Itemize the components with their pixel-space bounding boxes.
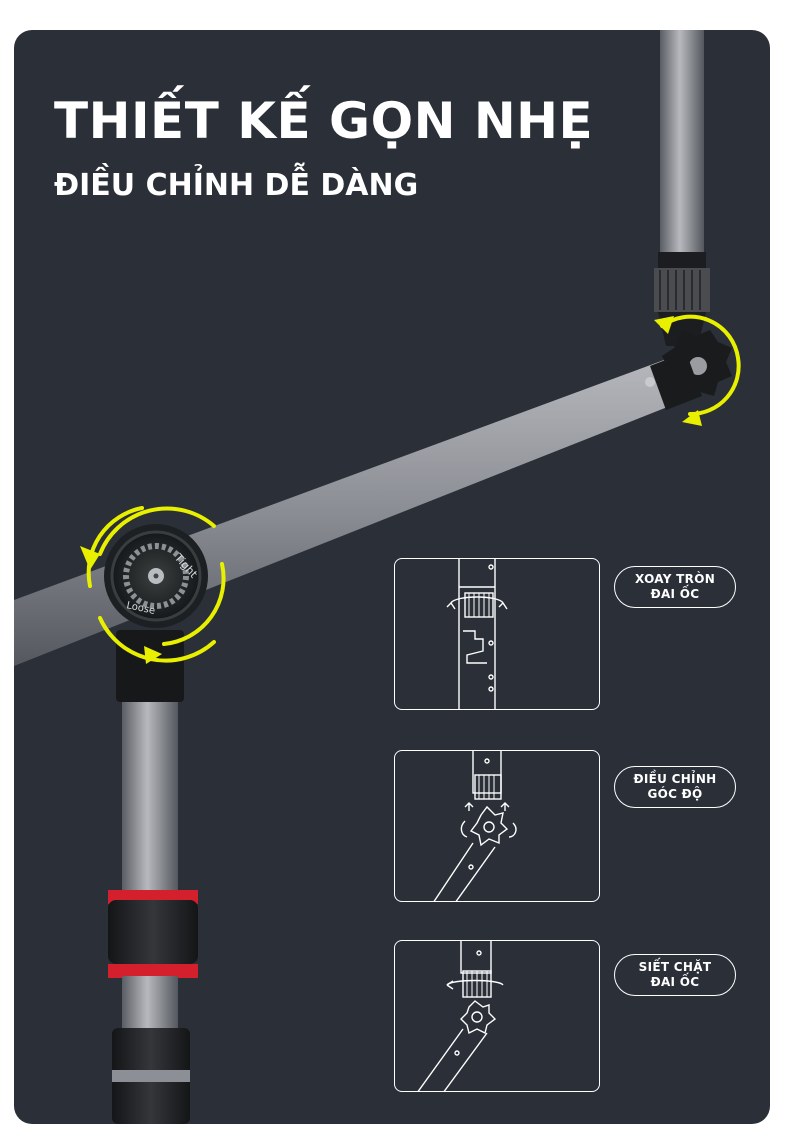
arrow-head-icon: [654, 316, 674, 334]
arrow-head-icon: [80, 546, 100, 570]
step-panel-adjust-angle: [394, 750, 600, 902]
page-subtitle: ĐIỀU CHỈNH DỄ DÀNG: [54, 168, 419, 203]
step-label-rotate-nut: XOAY TRÒN ĐAI ỐC: [614, 566, 736, 608]
step-panel-tighten-nut: [394, 940, 600, 1092]
page-title: THIẾT KẾ GỌN NHẸ: [54, 92, 594, 150]
lower-pole: [108, 680, 198, 1124]
step-label-adjust-angle: ĐIỀU CHỈNH GÓC ĐỘ: [614, 766, 736, 808]
arrow-head-icon: [144, 646, 162, 664]
step-label-tighten-nut: SIẾT CHẶT ĐAI ỐC: [614, 954, 736, 996]
step-panel-rotate-nut: [394, 558, 600, 710]
stand-illustration: Tight Loose: [14, 30, 741, 1124]
upper-pole: [654, 30, 710, 346]
rotate-joint-arrows-icon: [660, 314, 741, 417]
tension-knob: [104, 524, 208, 702]
arrow-head-icon: [682, 410, 702, 426]
hero-card: Tight Loose THIẾT KẾ GỌN NHẸ ĐIỀU CHỈNH …: [14, 30, 770, 1124]
